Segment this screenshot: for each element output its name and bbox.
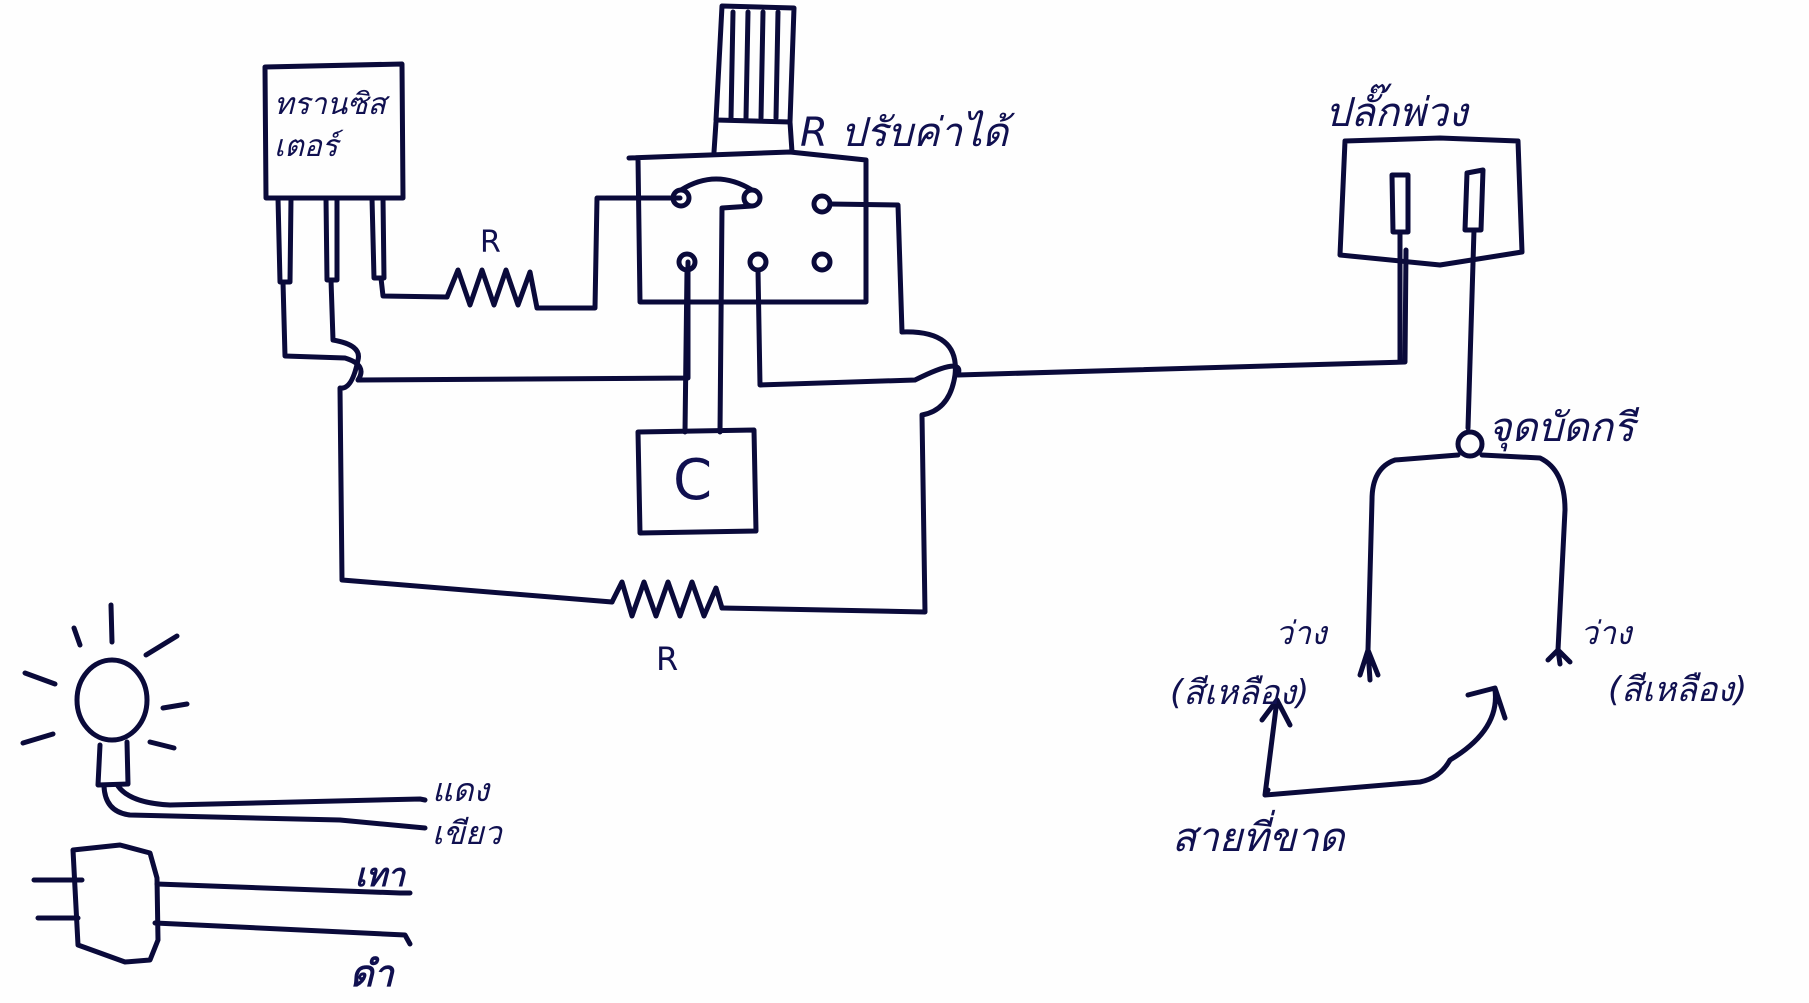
left-color-label: (สีเหลือง) bbox=[1170, 673, 1310, 713]
broken-wire-label: สายที่ขาด bbox=[1172, 815, 1345, 861]
socket bbox=[1337, 135, 1525, 431]
wire-red-label: แดง bbox=[432, 771, 490, 809]
wire-pot-to-socket bbox=[755, 247, 1409, 388]
solder-point bbox=[1455, 429, 1485, 459]
wire-right-loop bbox=[719, 329, 958, 615]
capacitor-label: C bbox=[673, 448, 713, 513]
broken-wire-arrows bbox=[1259, 685, 1508, 798]
plug bbox=[31, 842, 413, 965]
resistor-bottom bbox=[609, 579, 725, 619]
wire-base-loop bbox=[328, 277, 615, 605]
resistor-top-label: R bbox=[480, 225, 501, 260]
light-bulb bbox=[20, 602, 428, 831]
capacitor bbox=[635, 427, 759, 536]
right-free-label: ว่าง bbox=[1580, 614, 1632, 652]
wire-transistor-to-resistor bbox=[378, 275, 450, 300]
wire-split bbox=[1365, 452, 1568, 653]
right-color-label: (สีเหลือง) bbox=[1608, 670, 1748, 710]
adjustable-resistor bbox=[626, 3, 905, 335]
wire-to-capacitor bbox=[682, 203, 755, 435]
transistor-label-line1: ทรานซิส bbox=[274, 87, 386, 122]
adjustable-resistor-label: R ปรับค่าได้ bbox=[800, 110, 1009, 156]
socket-label: ปลั๊กพ่วง bbox=[1325, 90, 1468, 136]
left-free-label: ว่าง bbox=[1275, 614, 1327, 652]
wire-black-label: ดำ bbox=[350, 954, 394, 995]
resistor-bottom-label: R bbox=[656, 640, 679, 678]
solder-point-label: จุดบัดกรี bbox=[1488, 405, 1635, 451]
free-end-right bbox=[1545, 647, 1573, 667]
wire-green-label: เขียว bbox=[432, 814, 502, 852]
transistor-label-line2: เตอร์ bbox=[274, 129, 338, 164]
free-end-left bbox=[1357, 647, 1381, 683]
transistor-label: ทรานซิส เตอร์ bbox=[274, 84, 386, 168]
wire-emitter bbox=[280, 259, 691, 383]
wire-gray-label: เทา bbox=[355, 856, 405, 894]
resistor-top bbox=[444, 195, 683, 311]
